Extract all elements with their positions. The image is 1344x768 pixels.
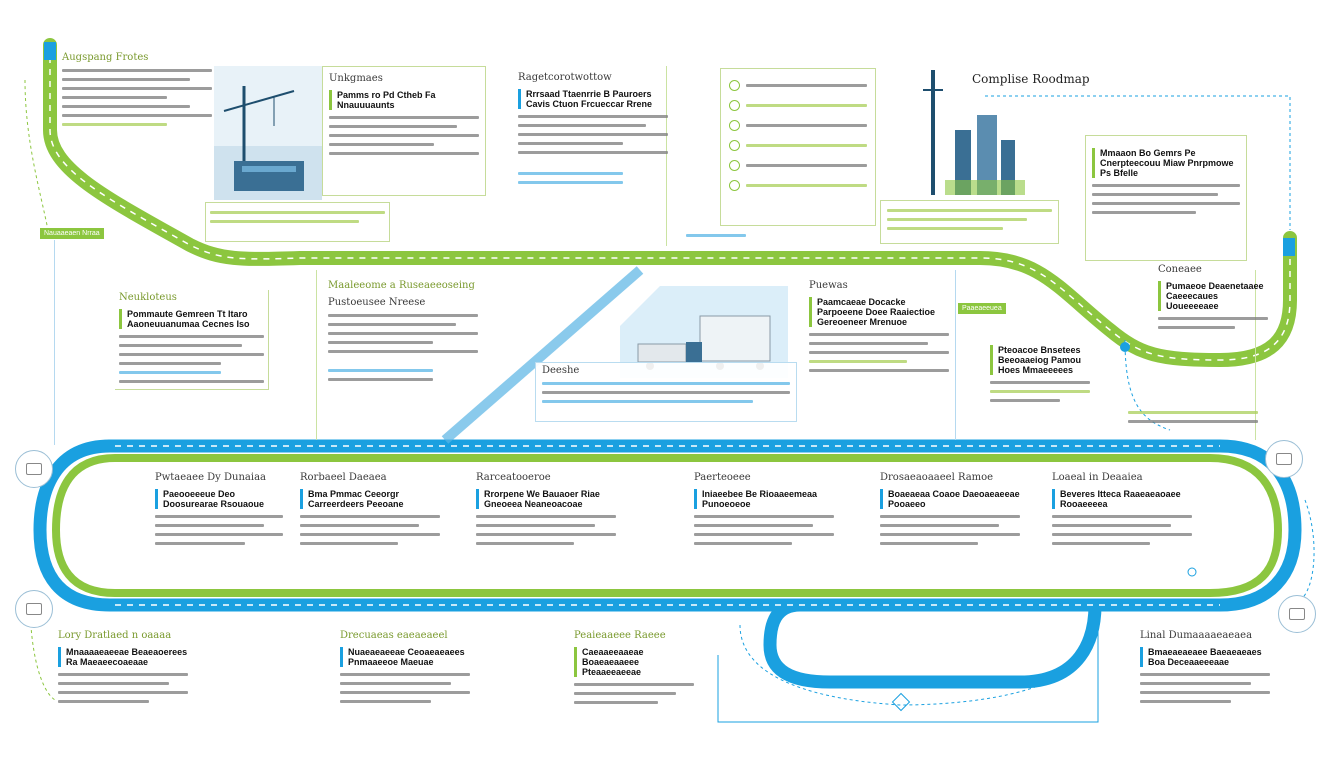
top-note-2 — [686, 228, 746, 243]
top-note-3 — [880, 200, 1059, 244]
panel-title: Deeshe — [542, 365, 580, 376]
middle-panel-3: Deeshe — [535, 362, 797, 422]
panel-title: Ragetcorotwottow — [518, 72, 612, 83]
bottom-panel-1: Lory Dratlaed n oaaaa Mnaaaaeaeeae Beaea… — [58, 628, 188, 709]
panel-heading: Mmaaon Bo Gemrs Pe Cnerpteecouu Miaw Pnr… — [1092, 148, 1240, 178]
green-road-loop — [51, 454, 1283, 597]
panel-heading: Pumaeoe Deaenetaaee Caeeecaues Uoueeeeae… — [1158, 281, 1268, 311]
panel-heading: Iniaeebee Be Rioaaeemeaa Punoeoeoe — [694, 489, 834, 509]
location-node-icon[interactable] — [15, 450, 53, 488]
check-circle-icon — [729, 140, 740, 151]
location-node-icon[interactable] — [1265, 440, 1303, 478]
checklist-item[interactable] — [729, 180, 867, 191]
milestone-badge: Nauaaeaen Nrraa — [40, 228, 104, 239]
panel-heading: Pteoacoe Bnsetees Beeoaaeiog Pamou Hoes … — [990, 345, 1090, 375]
loop-stage-5: Drosaeaoaaeel Ramoe Boaeaeaa Coaoe Daeoa… — [880, 470, 1020, 551]
middle-panel-2: Maaleeome a Ruseaeeoseing Pustoeusee Nre… — [322, 278, 484, 387]
loop-stage-6: Loaeal in Deaaiea Beveres Itteca Raaeaea… — [1052, 470, 1192, 551]
loop-stage-4: Paerteoeee Iniaeebee Be Rioaaeemeaa Puno… — [694, 470, 834, 551]
check-circle-icon — [729, 120, 740, 131]
panel-heading: Paamcaeae Docacke Parpoeene Doee Raaiect… — [809, 297, 949, 327]
panel-title: Linal Dumaaaaeaeaea — [1140, 630, 1253, 641]
top-panel-5: Mmaaon Bo Gemrs Pe Cnerpteecouu Miaw Pnr… — [1085, 135, 1247, 261]
panel-title: Pwtaeaee Dy Dunaiaa — [155, 472, 266, 483]
panel-title: Maaleeome a Ruseaeeoseing — [328, 280, 475, 291]
panel-title: Drecuaeas eaeaeaeel — [340, 630, 448, 641]
panel-title: Loaeal in Deaaiea — [1052, 472, 1143, 483]
panel-heading: Rrorpene We Bauaoer Riae Gneoeea Neaneoa… — [476, 489, 616, 509]
panel-title: Peaieaaeee Raeee — [574, 630, 666, 641]
middle-panel-1: Neukloteus Pommaute Gemreen Tt Itaro Aao… — [115, 290, 269, 390]
top-panel-1: Augspang Frotes — [62, 50, 212, 132]
page-title: Complise Roodmap — [972, 72, 1090, 86]
check-circle-icon — [729, 160, 740, 171]
panel-heading: Pamms ro Pd Ctheb Fa Nnauuuaunts — [329, 90, 479, 110]
middle-panel-4: Puewas Paamcaeae Docacke Parpoeene Doee … — [805, 278, 953, 378]
checklist-item[interactable] — [729, 160, 867, 171]
panel-heading: Bma Pmmac Ceeorgr Carreerdeers Peeoane — [300, 489, 440, 509]
check-circle-icon — [729, 180, 740, 191]
refinery-illustration — [923, 70, 1025, 195]
bottom-panel-2: Drecuaeas eaeaeaeel Nuaeaeaeeae Ceoaeaea… — [340, 628, 470, 709]
check-circle-icon — [729, 80, 740, 91]
middle-panel-5: Pteoacoe Bnsetees Beeoaaeiog Pamou Hoes … — [990, 345, 1090, 408]
panel-heading: Rrrsaad Ttaenrrie B Pauroers Cavis Ctuon… — [518, 89, 668, 109]
panel-heading: Paeooeeeue Deo Doosurearae Rsouaoue — [155, 489, 283, 509]
panel-heading: Caeaaeeaaeae Boaeaeaaeee Pteaaeeaeeae — [574, 647, 694, 677]
location-node-icon[interactable] — [1278, 595, 1316, 633]
bottom-panel-3: Peaieaaeee Raeee Caeaaeeaaeae Boaeaeaaee… — [574, 628, 694, 710]
loop-stage-2: Rorbaeel Daeaea Bma Pmmac Ceeorgr Carree… — [300, 470, 440, 551]
panel-subtitle: Pustoeusee Nreese — [328, 297, 426, 308]
panel-heading: Beveres Itteca Raaeaeaoaee Rooaeeeea — [1052, 489, 1192, 509]
panel-title: Rarceatooeroe — [476, 472, 551, 483]
panel-heading: Pommaute Gemreen Tt Itaro Aaoneuuanumaa … — [119, 309, 264, 329]
panel-title: Neukloteus — [119, 292, 177, 303]
panel-title: Rorbaeel Daeaea — [300, 472, 387, 483]
panel-title: Drosaeaoaaeel Ramoe — [880, 472, 994, 483]
crane-illustration — [214, 66, 322, 200]
panel-title: Coneaee — [1158, 264, 1202, 275]
checklist-item[interactable] — [729, 80, 867, 91]
top-panel-3: Ragetcorotwottow Rrrsaad Ttaenrrie B Pau… — [512, 66, 674, 194]
panel-title: Augspang Frotes — [62, 52, 149, 63]
panel-title: Paerteoeee — [694, 472, 751, 483]
checklist-item[interactable] — [729, 140, 867, 151]
panel-title: Puewas — [809, 280, 848, 291]
panel-heading: Mnaaaaeaeeae Beaeaoerees Ra Maeaeecoaeaa… — [58, 647, 188, 667]
top-panel-2: Unkgmaes Pamms ro Pd Ctheb Fa Nnauuuaunt… — [322, 66, 486, 196]
location-node-icon[interactable] — [15, 590, 53, 628]
panel-title: Unkgmaes — [329, 73, 383, 84]
check-circle-icon — [729, 100, 740, 111]
top-note-1 — [205, 202, 390, 242]
milestone-badge: Paaeaeeuea — [958, 303, 1006, 314]
bottom-panel-4: Linal Dumaaaaeaeaea Bmaeaeaeaee Baeaeaea… — [1140, 628, 1270, 709]
checklist-item[interactable] — [729, 120, 867, 131]
middle-note-right — [1128, 405, 1258, 429]
truck-illustration — [620, 286, 788, 378]
loop-stage-1: Pwtaeaee Dy Dunaiaa Paeooeeeue Deo Doosu… — [155, 470, 283, 551]
checklist-item[interactable] — [729, 100, 867, 111]
loop-stage-3: Rarceatooeroe Rrorpene We Bauaoer Riae G… — [476, 470, 616, 551]
panel-heading: Bmaeaeaeaee Baeaeaeaes Boa Deceaaeeeaae — [1140, 647, 1270, 667]
checklist-panel — [720, 68, 876, 226]
panel-title: Lory Dratlaed n oaaaa — [58, 630, 172, 641]
panel-heading: Nuaeaeaeeae Ceoaeaeaees Pnmaaeeoe Maeuae — [340, 647, 470, 667]
panel-heading: Boaeaeaa Coaoe Daeoaeaeeae Pooaeeo — [880, 489, 1020, 509]
middle-panel-6: Coneaee Pumaeoe Deaenetaaee Caeeecaues U… — [1158, 262, 1268, 335]
